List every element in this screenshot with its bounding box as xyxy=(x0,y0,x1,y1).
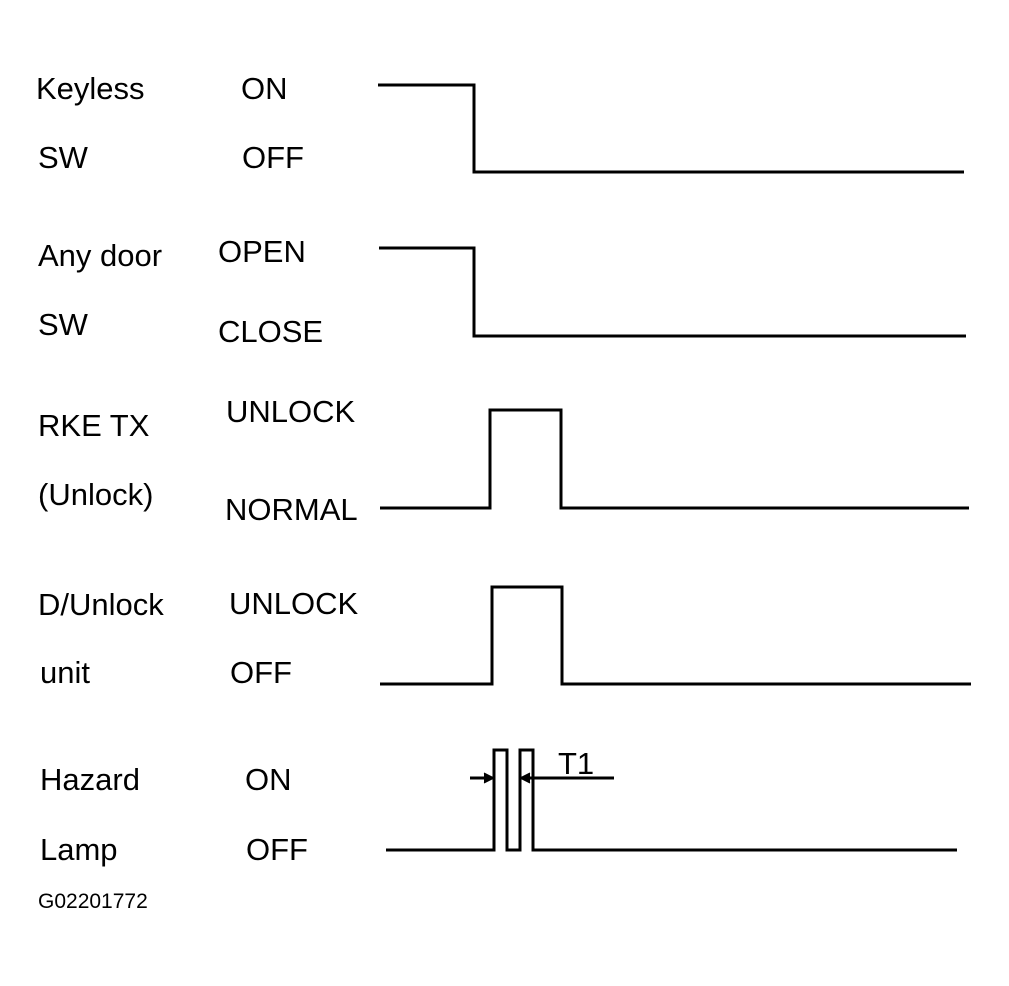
rke-tx-high-state: UNLOCK xyxy=(226,394,356,429)
any-door-sw-name-line2: SW xyxy=(38,307,88,342)
rke-tx-waveform xyxy=(380,408,969,510)
keyless-sw-waveform xyxy=(378,83,964,174)
t1-arrowhead-left xyxy=(483,772,496,784)
keyless-sw-high-state: ON xyxy=(241,71,288,106)
t1-label: T1 xyxy=(558,746,595,781)
d-unlock-unit-high-state: UNLOCK xyxy=(229,586,359,621)
any-door-sw-high-state: OPEN xyxy=(218,234,306,269)
hazard-lamp-low-state: OFF xyxy=(246,832,308,867)
d-unlock-unit-name-line2: unit xyxy=(40,655,90,690)
rke-tx-name-line1: RKE TX xyxy=(38,408,150,443)
figure-code: G02201772 xyxy=(38,890,148,913)
d-unlock-unit-name-line1: D/Unlock xyxy=(38,587,164,622)
any-door-sw-name-line1: Any door xyxy=(38,238,163,273)
keyless-sw-name-line1: Keyless xyxy=(36,71,145,106)
rke-tx-name-line2: (Unlock) xyxy=(38,477,154,512)
keyless-sw-name-line2: SW xyxy=(38,140,88,175)
any-door-sw-waveform xyxy=(379,246,966,338)
hazard-lamp-name-line2: Lamp xyxy=(40,832,118,867)
keyless-sw-low-state: OFF xyxy=(242,140,304,175)
d-unlock-unit-waveform xyxy=(380,585,971,686)
hazard-lamp-high-state: ON xyxy=(245,762,292,797)
hazard-lamp-waveform xyxy=(386,748,957,852)
any-door-sw-low-state: CLOSE xyxy=(218,314,324,349)
d-unlock-unit-low-state: OFF xyxy=(230,655,292,690)
hazard-lamp-name-line1: Hazard xyxy=(40,762,140,797)
rke-tx-low-state: NORMAL xyxy=(225,492,358,527)
t1-arrowhead-right xyxy=(518,772,531,784)
